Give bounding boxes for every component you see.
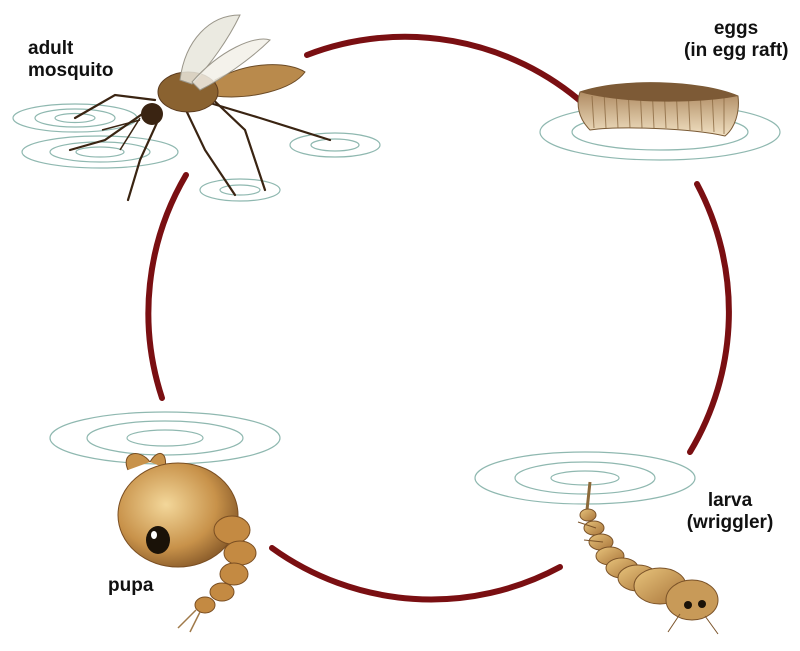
adult-mosquito-illustration bbox=[12, 14, 381, 202]
stage-label-eggs: eggs (in egg raft) bbox=[684, 18, 789, 62]
stage-label-adult-line1: adult bbox=[28, 38, 74, 59]
stage-label-larva-line2: (wriggler) bbox=[686, 512, 774, 533]
egg-raft-illustration bbox=[539, 82, 781, 161]
pupa-illustration bbox=[49, 411, 281, 633]
stage-label-pupa-line1: pupa bbox=[108, 575, 154, 596]
stage-label-eggs-line1: eggs bbox=[713, 18, 759, 39]
cycle-arc-larva-to-pupa bbox=[269, 545, 563, 603]
cycle-arc-pupa-to-adult bbox=[145, 172, 189, 401]
stage-label-adult: adult mosquito bbox=[28, 38, 114, 82]
stage-label-larva: larva (wriggler) bbox=[670, 490, 790, 534]
larva-illustration bbox=[474, 451, 719, 635]
water-ripples-larva bbox=[474, 451, 696, 505]
stage-label-pupa: pupa bbox=[108, 575, 153, 597]
cycle-arc-adult-to-eggs bbox=[304, 33, 588, 108]
cycle-arc-eggs-to-larva bbox=[687, 181, 732, 455]
stage-label-eggs-line2: (in egg raft) bbox=[684, 40, 789, 61]
water-ripples-adult bbox=[12, 103, 381, 202]
stage-label-adult-line2: mosquito bbox=[28, 60, 114, 81]
stage-label-larva-line1: larva bbox=[707, 490, 753, 511]
water-ripples-pupa bbox=[49, 411, 281, 465]
cycle-arrows bbox=[145, 33, 732, 603]
